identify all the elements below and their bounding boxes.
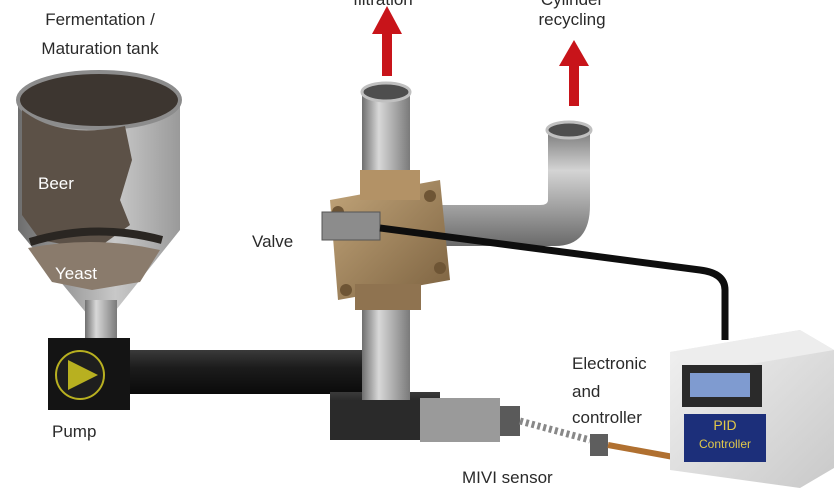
recycling-label-line1: Cylinder [512,0,632,12]
pid-label-line1: PID [713,417,737,433]
yeast-label: Yeast [55,264,97,283]
tank-label-line2: Maturation tank [41,39,159,58]
yeast-fill [28,241,160,290]
valve-label: Valve [252,232,294,251]
valve-actuator [321,211,381,241]
pid-panel [684,414,766,462]
pid-label-line2: Controller [698,437,752,451]
mivi-sensor [330,398,691,463]
filtration-arrow-shaft [382,30,392,76]
beer-label: Beer [38,174,74,193]
pump-label: Pump [52,422,97,441]
recycling-arrow-shaft [569,62,579,106]
pump [48,338,130,410]
electronic-label-line2: and [572,382,601,401]
filtration-label: filtration [328,0,438,12]
mivi-sensor-label: MIVI sensor [462,468,553,487]
tank-label-line1: Fermentation / [45,10,155,29]
recycling-label-line2: recycling [538,10,606,29]
valve [321,170,450,310]
pid-controller [670,330,834,488]
horizontal-pipe-left [120,350,380,394]
pump-arrow-icon [68,360,98,390]
filtration-arrow [372,6,402,76]
recycling-pipe [430,130,590,246]
electronic-label-line3: controller [572,408,642,427]
electronic-label-line1: Electronic [572,354,647,373]
control-cable [379,224,729,340]
beer-fill [22,110,132,250]
filtration-arrow-head [372,6,402,34]
recycling-arrow [559,40,589,106]
recycling-arrow-head [559,40,589,66]
fermentation-tank [16,70,182,340]
